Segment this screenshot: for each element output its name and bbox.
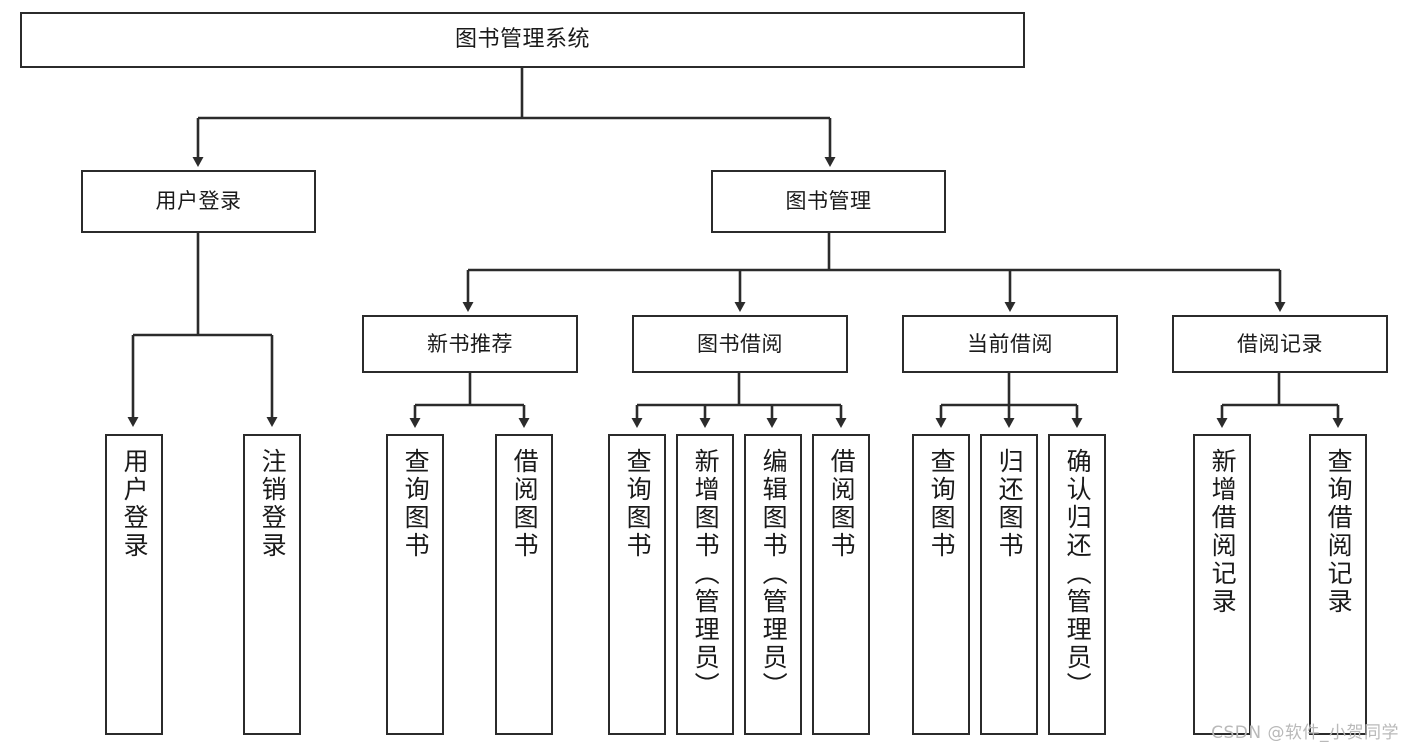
node-label: 查询图书 [927, 448, 957, 560]
node-root-system[interactable]: 图书管理系统 [20, 12, 1025, 68]
leaf-query-book-current[interactable]: 查询图书 [912, 434, 970, 735]
leaf-query-book-new[interactable]: 查询图书 [386, 434, 444, 735]
node-label: 归还图书 [995, 448, 1025, 560]
leaf-edit-book-admin[interactable]: 编辑图书（管理员） [744, 434, 802, 735]
node-label: 用户登录 [155, 189, 242, 214]
node-label: 借阅记录 [1237, 331, 1323, 356]
node-borrow-record[interactable]: 借阅记录 [1172, 315, 1388, 373]
node-label: 当前借阅 [967, 331, 1053, 356]
leaf-return-book[interactable]: 归还图书 [980, 434, 1038, 735]
node-label: 图书管理系统 [454, 27, 590, 53]
node-label: 查询图书 [401, 448, 431, 560]
leaf-user-logout[interactable]: 注销登录 [243, 434, 301, 735]
node-label: 图书管理 [785, 189, 872, 214]
node-label: 新增借阅记录 [1208, 448, 1238, 616]
leaf-add-borrow-record[interactable]: 新增借阅记录 [1193, 434, 1251, 735]
node-label: 查询图书 [623, 448, 653, 560]
node-label: 借阅图书 [827, 448, 857, 560]
node-label: 注销登录 [258, 448, 288, 560]
leaf-query-book[interactable]: 查询图书 [608, 434, 666, 735]
node-label: 借阅图书 [510, 448, 540, 560]
leaf-borrow-book-new[interactable]: 借阅图书 [495, 434, 553, 735]
node-current-borrow[interactable]: 当前借阅 [902, 315, 1118, 373]
node-new-book-recommend[interactable]: 新书推荐 [362, 315, 578, 373]
leaf-query-borrow-record[interactable]: 查询借阅记录 [1309, 434, 1367, 735]
leaf-user-login[interactable]: 用户登录 [105, 434, 163, 735]
node-label: 编辑图书（管理员） [759, 448, 789, 700]
node-label: 新书推荐 [427, 331, 513, 356]
leaf-confirm-return-admin[interactable]: 确认归还（管理员） [1048, 434, 1106, 735]
node-label: 确认归还（管理员） [1063, 448, 1093, 700]
node-label: 新增图书（管理员） [691, 448, 721, 700]
leaf-add-book-admin[interactable]: 新增图书（管理员） [676, 434, 734, 735]
leaf-borrow-book[interactable]: 借阅图书 [812, 434, 870, 735]
node-book-management[interactable]: 图书管理 [711, 170, 946, 233]
node-book-borrow[interactable]: 图书借阅 [632, 315, 848, 373]
watermark-text: CSDN @软件_小贺同学 [1211, 723, 1399, 743]
node-label: 查询借阅记录 [1324, 448, 1354, 616]
node-label: 图书借阅 [697, 331, 783, 356]
node-user-login[interactable]: 用户登录 [81, 170, 316, 233]
node-label: 用户登录 [120, 448, 150, 560]
